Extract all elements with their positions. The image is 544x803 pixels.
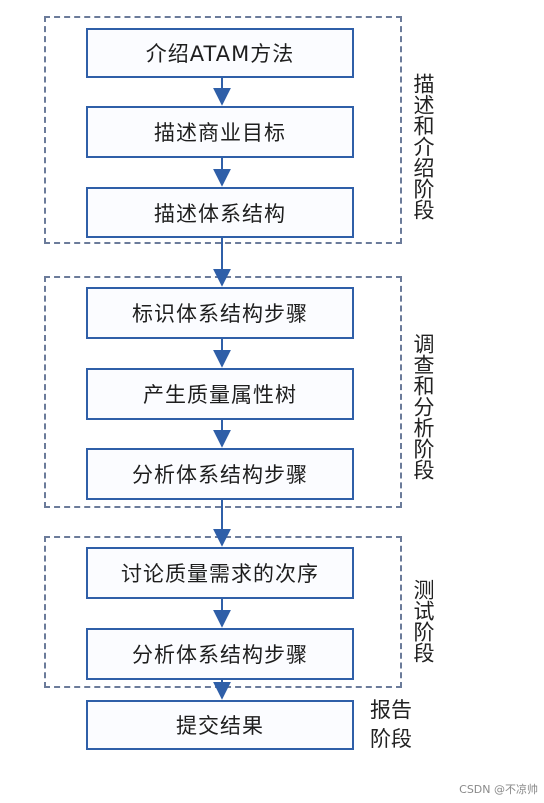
- phase-label-describe-introduce: 描述和介绍阶段: [411, 72, 435, 220]
- step-analyze-architecture-approaches-1: 分析体系结构步骤: [86, 448, 354, 500]
- phase-label-investigate-analyze: 调查和分析阶段: [411, 332, 435, 480]
- step-present-results: 提交结果: [86, 700, 354, 750]
- step-describe-architecture: 描述体系结构: [86, 187, 354, 238]
- step-prioritize-quality-requirements: 讨论质量需求的次序: [86, 547, 354, 599]
- step-identify-architecture-approaches: 标识体系结构步骤: [86, 287, 354, 339]
- step-describe-business-goals: 描述商业目标: [86, 106, 354, 158]
- step-generate-quality-attribute-tree: 产生质量属性树: [86, 368, 354, 420]
- step-introduce-atam: 介绍ATAM方法: [86, 28, 354, 78]
- watermark: CSDN @不凉帅: [459, 783, 538, 796]
- phase-label-test: 测试阶段: [411, 579, 435, 663]
- step-analyze-architecture-approaches-2: 分析体系结构步骤: [86, 628, 354, 680]
- phase-label-report: 报告阶段: [370, 698, 412, 751]
